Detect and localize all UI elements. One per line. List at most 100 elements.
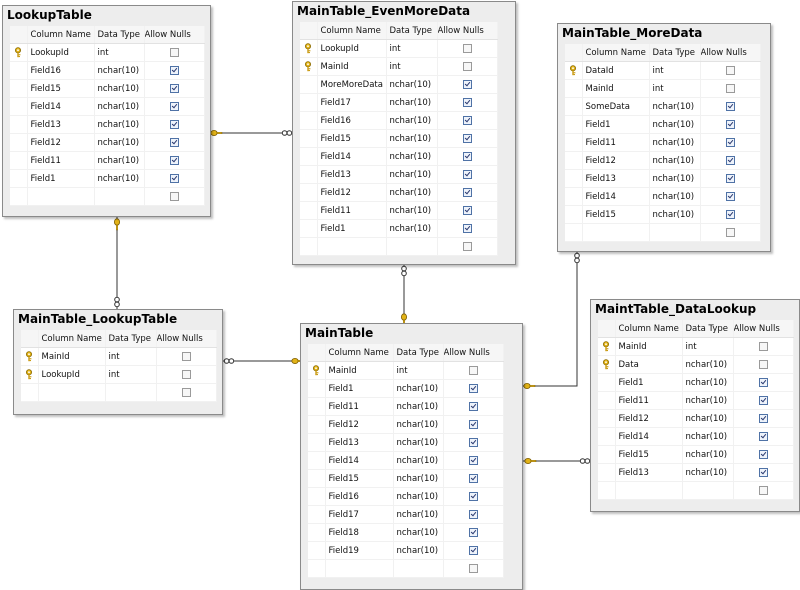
empty-row[interactable]	[598, 481, 794, 500]
column-name-cell[interactable]: Field15	[317, 129, 387, 148]
data-type-cell[interactable]: nchar(10)	[393, 469, 444, 488]
data-type-cell[interactable]: nchar(10)	[94, 97, 145, 116]
data-type-cell[interactable]: nchar(10)	[94, 61, 145, 80]
column-name-cell[interactable]: Field11	[317, 201, 387, 220]
allow-nulls-checkbox-checked[interactable]	[462, 115, 472, 125]
allow-nulls-checkbox-checked[interactable]	[758, 377, 768, 387]
relationship-line[interactable]	[523, 252, 578, 387]
column-name-cell[interactable]: LookupId	[317, 39, 387, 58]
column-name-cell[interactable]: Field15	[325, 469, 394, 488]
data-type-cell[interactable]: nchar(10)	[649, 97, 701, 116]
data-type-cell[interactable]: nchar(10)	[94, 133, 145, 152]
allow-nulls-checkbox-checked[interactable]	[169, 83, 179, 93]
data-type-cell[interactable]: nchar(10)	[393, 415, 444, 434]
empty-row[interactable]	[308, 559, 504, 578]
allow-nulls-checkbox-checked[interactable]	[468, 491, 478, 501]
allow-nulls-checkbox[interactable]	[758, 485, 768, 495]
data-type-cell[interactable]: nchar(10)	[682, 391, 734, 410]
column-name-cell[interactable]: MoreMoreData	[317, 75, 387, 94]
column-name-cell[interactable]: LookupId	[38, 365, 106, 384]
data-type-cell[interactable]: nchar(10)	[682, 355, 734, 374]
data-type-cell[interactable]: int	[682, 337, 734, 356]
data-type-cell[interactable]: int	[105, 365, 157, 384]
column-name-cell[interactable]: Field17	[325, 505, 394, 524]
allow-nulls-checkbox[interactable]	[758, 341, 768, 351]
column-name-cell[interactable]: Field16	[27, 61, 95, 80]
data-type-cell[interactable]: int	[386, 57, 438, 76]
data-type-cell[interactable]: nchar(10)	[94, 79, 145, 98]
column-name-cell[interactable]: Field15	[582, 205, 650, 224]
allow-nulls-checkbox[interactable]	[468, 563, 478, 573]
allow-nulls-checkbox-checked[interactable]	[468, 437, 478, 447]
data-type-cell[interactable]	[649, 223, 701, 242]
rel-lookup-lookuptable[interactable]	[114, 217, 120, 311]
data-type-cell[interactable]: nchar(10)	[386, 147, 438, 166]
data-type-cell[interactable]: nchar(10)	[94, 115, 145, 134]
empty-row[interactable]	[21, 383, 217, 402]
column-name-cell[interactable]: Field12	[325, 415, 394, 434]
allow-nulls-checkbox[interactable]	[462, 43, 472, 53]
data-type-cell[interactable]: nchar(10)	[94, 169, 145, 188]
column-name-cell[interactable]: Field11	[615, 391, 683, 410]
column-name-cell[interactable]: Field13	[582, 169, 650, 188]
column-name-cell[interactable]: Field1	[325, 379, 394, 398]
allow-nulls-checkbox-checked[interactable]	[462, 97, 472, 107]
column-name-cell[interactable]: SomeData	[582, 97, 650, 116]
column-name-cell[interactable]: Field13	[317, 165, 387, 184]
data-type-cell[interactable]	[105, 383, 157, 402]
allow-nulls-checkbox-checked[interactable]	[169, 137, 179, 147]
allow-nulls-checkbox-checked[interactable]	[462, 169, 472, 179]
data-type-cell[interactable]: int	[649, 79, 701, 98]
data-type-cell[interactable]: nchar(10)	[386, 129, 438, 148]
allow-nulls-checkbox-checked[interactable]	[462, 133, 472, 143]
allow-nulls-checkbox-checked[interactable]	[725, 137, 735, 147]
rel-main-lookuptable[interactable]	[223, 358, 304, 364]
column-name-cell[interactable]: Field1	[582, 115, 650, 134]
column-name-cell[interactable]: Field12	[615, 409, 683, 428]
column-name-cell[interactable]: Field19	[325, 541, 394, 560]
allow-nulls-checkbox-checked[interactable]	[725, 191, 735, 201]
data-type-cell[interactable]: int	[393, 361, 444, 380]
data-type-cell[interactable]: nchar(10)	[649, 169, 701, 188]
data-type-cell[interactable]: nchar(10)	[393, 487, 444, 506]
column-name-cell[interactable]: Field12	[27, 133, 95, 152]
data-type-cell[interactable]: int	[105, 347, 157, 366]
allow-nulls-checkbox[interactable]	[725, 65, 735, 75]
column-name-cell[interactable]: Field1	[27, 169, 95, 188]
allow-nulls-checkbox-checked[interactable]	[462, 223, 472, 233]
column-name-cell[interactable]: Field14	[27, 97, 95, 116]
data-type-cell[interactable]: nchar(10)	[386, 183, 438, 202]
allow-nulls-checkbox[interactable]	[462, 241, 472, 251]
data-type-cell[interactable]: nchar(10)	[393, 505, 444, 524]
allow-nulls-checkbox-checked[interactable]	[468, 383, 478, 393]
allow-nulls-checkbox-checked[interactable]	[758, 413, 768, 423]
data-type-cell[interactable]: nchar(10)	[649, 133, 701, 152]
allow-nulls-checkbox-checked[interactable]	[169, 101, 179, 111]
column-name-cell[interactable]	[615, 481, 683, 500]
data-type-cell[interactable]: nchar(10)	[649, 205, 701, 224]
allow-nulls-checkbox-checked[interactable]	[758, 449, 768, 459]
allow-nulls-checkbox-checked[interactable]	[169, 173, 179, 183]
column-name-cell[interactable]: Field14	[317, 147, 387, 166]
column-name-cell[interactable]: Field17	[317, 93, 387, 112]
allow-nulls-checkbox-checked[interactable]	[468, 419, 478, 429]
column-name-cell[interactable]: Data	[615, 355, 683, 374]
allow-nulls-checkbox-checked[interactable]	[725, 209, 735, 219]
